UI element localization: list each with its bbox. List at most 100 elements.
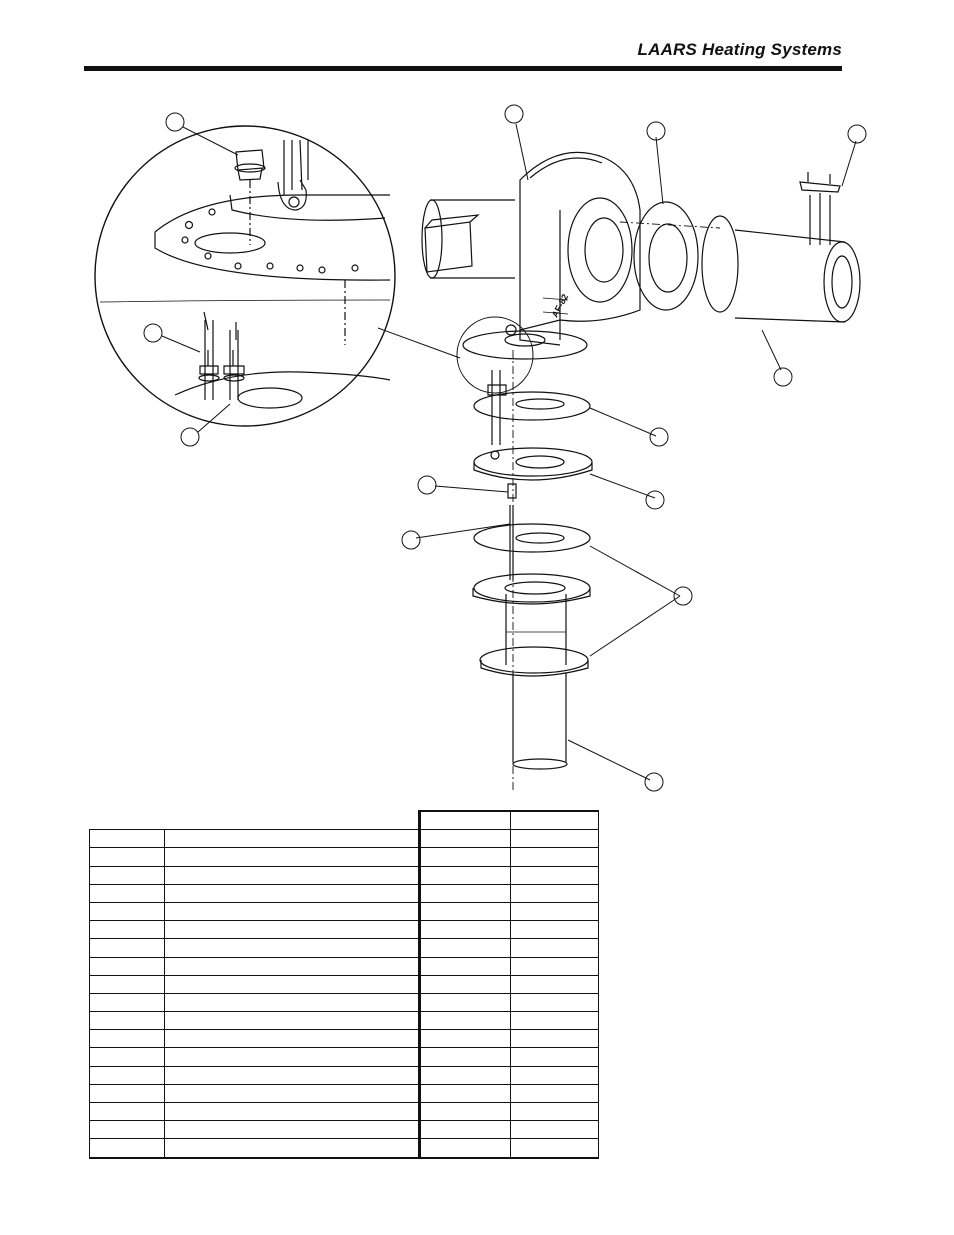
parts-table xyxy=(89,810,599,1159)
table-cell xyxy=(510,957,599,976)
table-cell xyxy=(89,957,165,976)
table-row xyxy=(89,829,599,849)
header-rule xyxy=(84,66,842,71)
table-cell xyxy=(89,1138,165,1159)
table-cell xyxy=(419,884,511,903)
table-cell xyxy=(164,1138,421,1159)
table-cell xyxy=(419,1029,511,1049)
table-cell xyxy=(419,829,511,849)
table-row xyxy=(89,1029,599,1049)
table-cell xyxy=(89,1011,165,1031)
blower-assembly xyxy=(421,151,641,360)
table-cell xyxy=(419,1138,511,1159)
center-stack xyxy=(472,350,593,790)
table-row xyxy=(89,1047,599,1067)
table-cell xyxy=(510,1102,599,1122)
table-cell xyxy=(419,920,511,940)
table-cell xyxy=(164,1102,421,1122)
table-cell xyxy=(419,975,511,994)
table-cell xyxy=(164,1066,421,1085)
blower-stamp: AF-82 xyxy=(550,292,571,319)
table-cell xyxy=(510,829,599,849)
table-row xyxy=(89,1120,599,1140)
table-cell xyxy=(510,920,599,940)
brand-title: LAARS Heating Systems xyxy=(637,40,842,59)
table-cell xyxy=(89,938,165,958)
flanged-cylinder xyxy=(701,172,861,323)
table-row xyxy=(89,1084,599,1104)
table-cell xyxy=(419,1102,511,1122)
table-cell xyxy=(89,1029,165,1049)
table-cell xyxy=(419,847,511,867)
gasket-disc xyxy=(633,201,699,311)
table-cell xyxy=(89,847,165,867)
table-cell xyxy=(89,902,165,922)
table-row xyxy=(89,1138,599,1159)
table-cell xyxy=(510,1029,599,1049)
table-row xyxy=(89,920,599,940)
table-cell xyxy=(89,1120,165,1140)
table-body xyxy=(89,829,599,1159)
table-row xyxy=(89,866,599,885)
table-cell xyxy=(510,1066,599,1085)
table-row xyxy=(89,975,599,994)
table-cell xyxy=(419,957,511,976)
table-cell xyxy=(419,1011,511,1031)
table-cell xyxy=(89,1084,165,1104)
table-cell xyxy=(419,1120,511,1140)
table-cell xyxy=(510,884,599,903)
table-cell xyxy=(164,1120,421,1140)
table-row xyxy=(89,938,599,958)
table-cell xyxy=(510,975,599,994)
table-cell xyxy=(164,829,421,849)
table-row xyxy=(89,1011,599,1031)
table-cell xyxy=(164,884,421,903)
table-cell xyxy=(164,1084,421,1104)
table-cell xyxy=(510,1084,599,1104)
table-cell xyxy=(419,1084,511,1104)
exploded-parts-diagram: AF-82 xyxy=(94,104,867,792)
table-cell xyxy=(164,1047,421,1067)
table-cell xyxy=(510,866,599,885)
table-cell xyxy=(510,993,599,1013)
detail-view xyxy=(94,125,396,427)
table-cell xyxy=(510,847,599,867)
table-cell xyxy=(89,884,165,903)
table-cell xyxy=(510,902,599,922)
table-cell xyxy=(89,1066,165,1085)
table-cell xyxy=(164,847,421,867)
table-cell xyxy=(164,902,421,922)
table-row xyxy=(89,884,599,903)
table-cell xyxy=(510,1120,599,1140)
table-cell xyxy=(164,920,421,940)
table-row xyxy=(89,1066,599,1085)
table-cell xyxy=(419,938,511,958)
table-cell xyxy=(419,866,511,885)
table-cell xyxy=(164,866,421,885)
table-cell xyxy=(164,1029,421,1049)
table-row xyxy=(89,847,599,867)
table-row xyxy=(89,993,599,1013)
callout-circles xyxy=(143,104,867,792)
table-cell xyxy=(164,975,421,994)
table-cell xyxy=(419,1047,511,1067)
table-cell xyxy=(510,1011,599,1031)
table-cell xyxy=(164,938,421,958)
table-cell xyxy=(89,993,165,1013)
table-cell xyxy=(89,920,165,940)
table-cell xyxy=(419,902,511,922)
table-cell xyxy=(89,1102,165,1122)
table-cell xyxy=(510,938,599,958)
table-row xyxy=(89,902,599,922)
table-row xyxy=(89,957,599,976)
table-cell xyxy=(164,1011,421,1031)
table-row xyxy=(89,1102,599,1122)
table-cell xyxy=(419,1066,511,1085)
table-cell xyxy=(164,993,421,1013)
table-cell xyxy=(510,1047,599,1067)
table-cell xyxy=(89,975,165,994)
table-cell xyxy=(89,866,165,885)
table-cell xyxy=(89,1047,165,1067)
table-header-row xyxy=(89,810,599,831)
table-cell xyxy=(164,957,421,976)
